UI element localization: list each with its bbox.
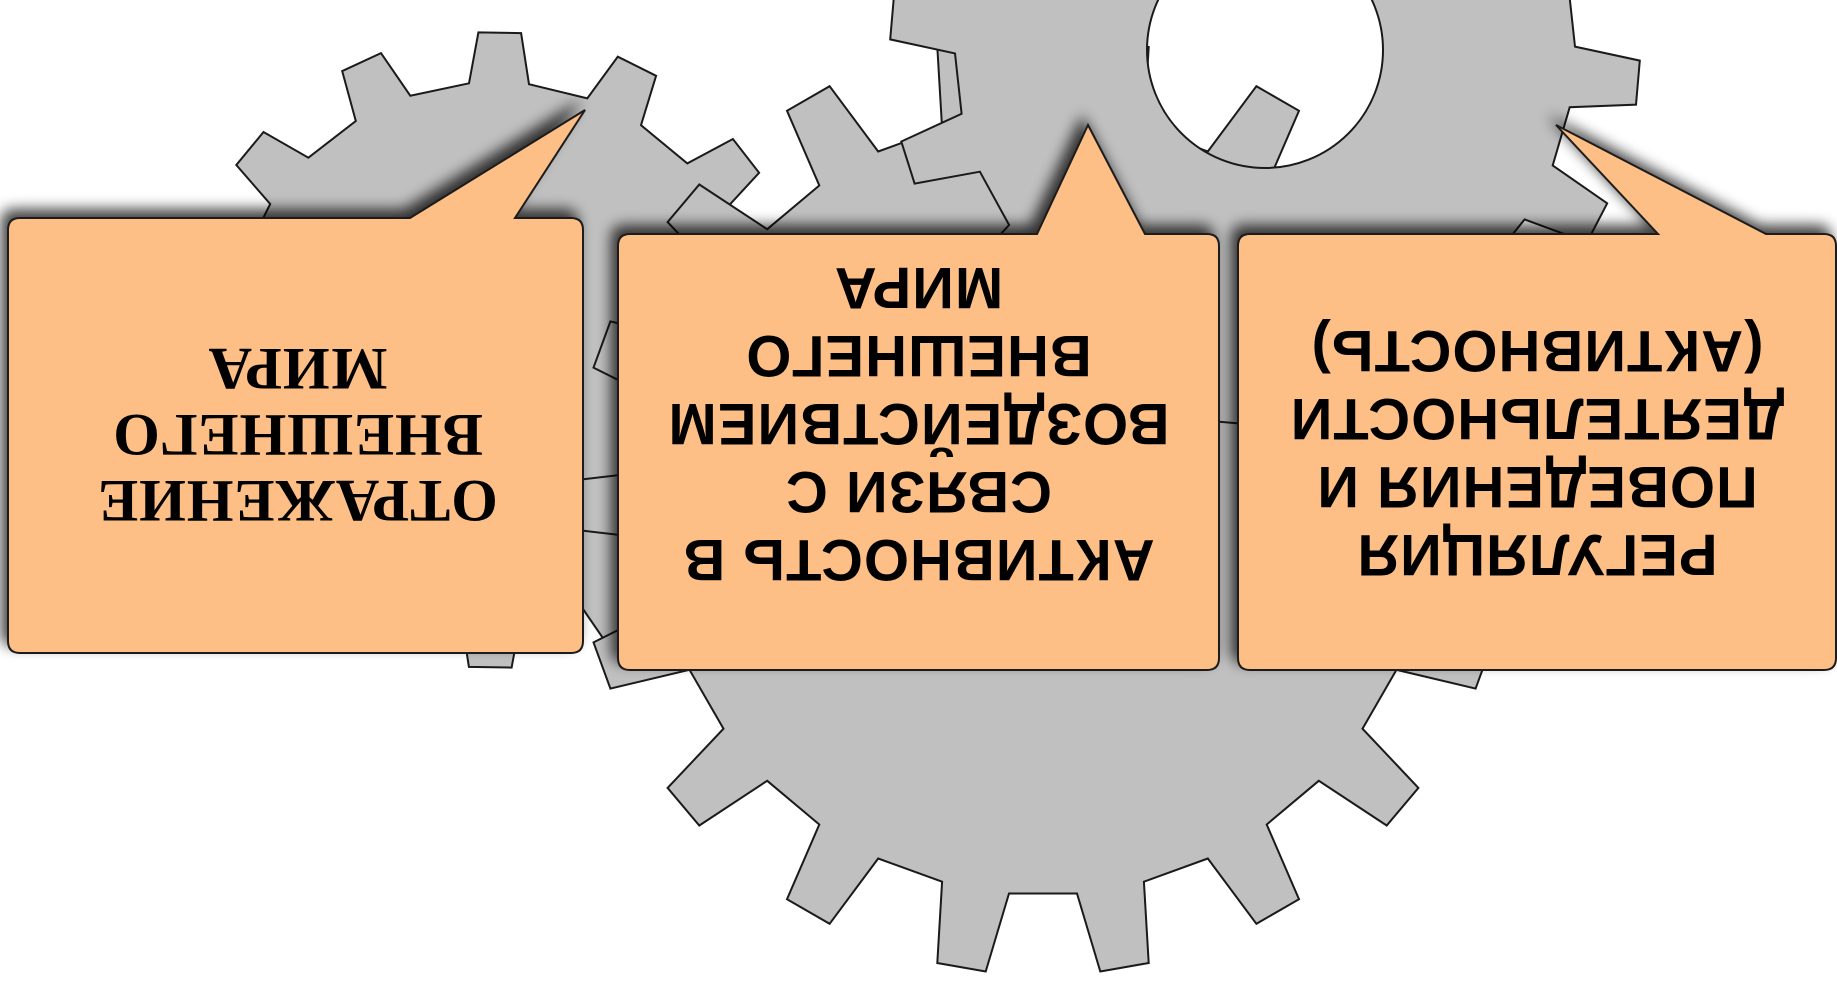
callout-center <box>617 122 1220 671</box>
callout-left-text: ОТРАЖЕНИЕ ВНЕШНЕГО МИРА <box>97 336 498 535</box>
callout-right <box>1237 124 1837 671</box>
callout-left <box>7 109 586 654</box>
callout-center-text: АКТИВНОСТЬ В СВЯЗИ С ВОЗДЕЙСТВИЕМ ВНЕШНЕ… <box>667 255 1170 592</box>
callout-right-text: РЕГУЛЯЦИЯ ПОВЕДЕНИЯ И ДЕЯТЕЛЬНОСТИ (АКТИ… <box>1289 318 1785 587</box>
